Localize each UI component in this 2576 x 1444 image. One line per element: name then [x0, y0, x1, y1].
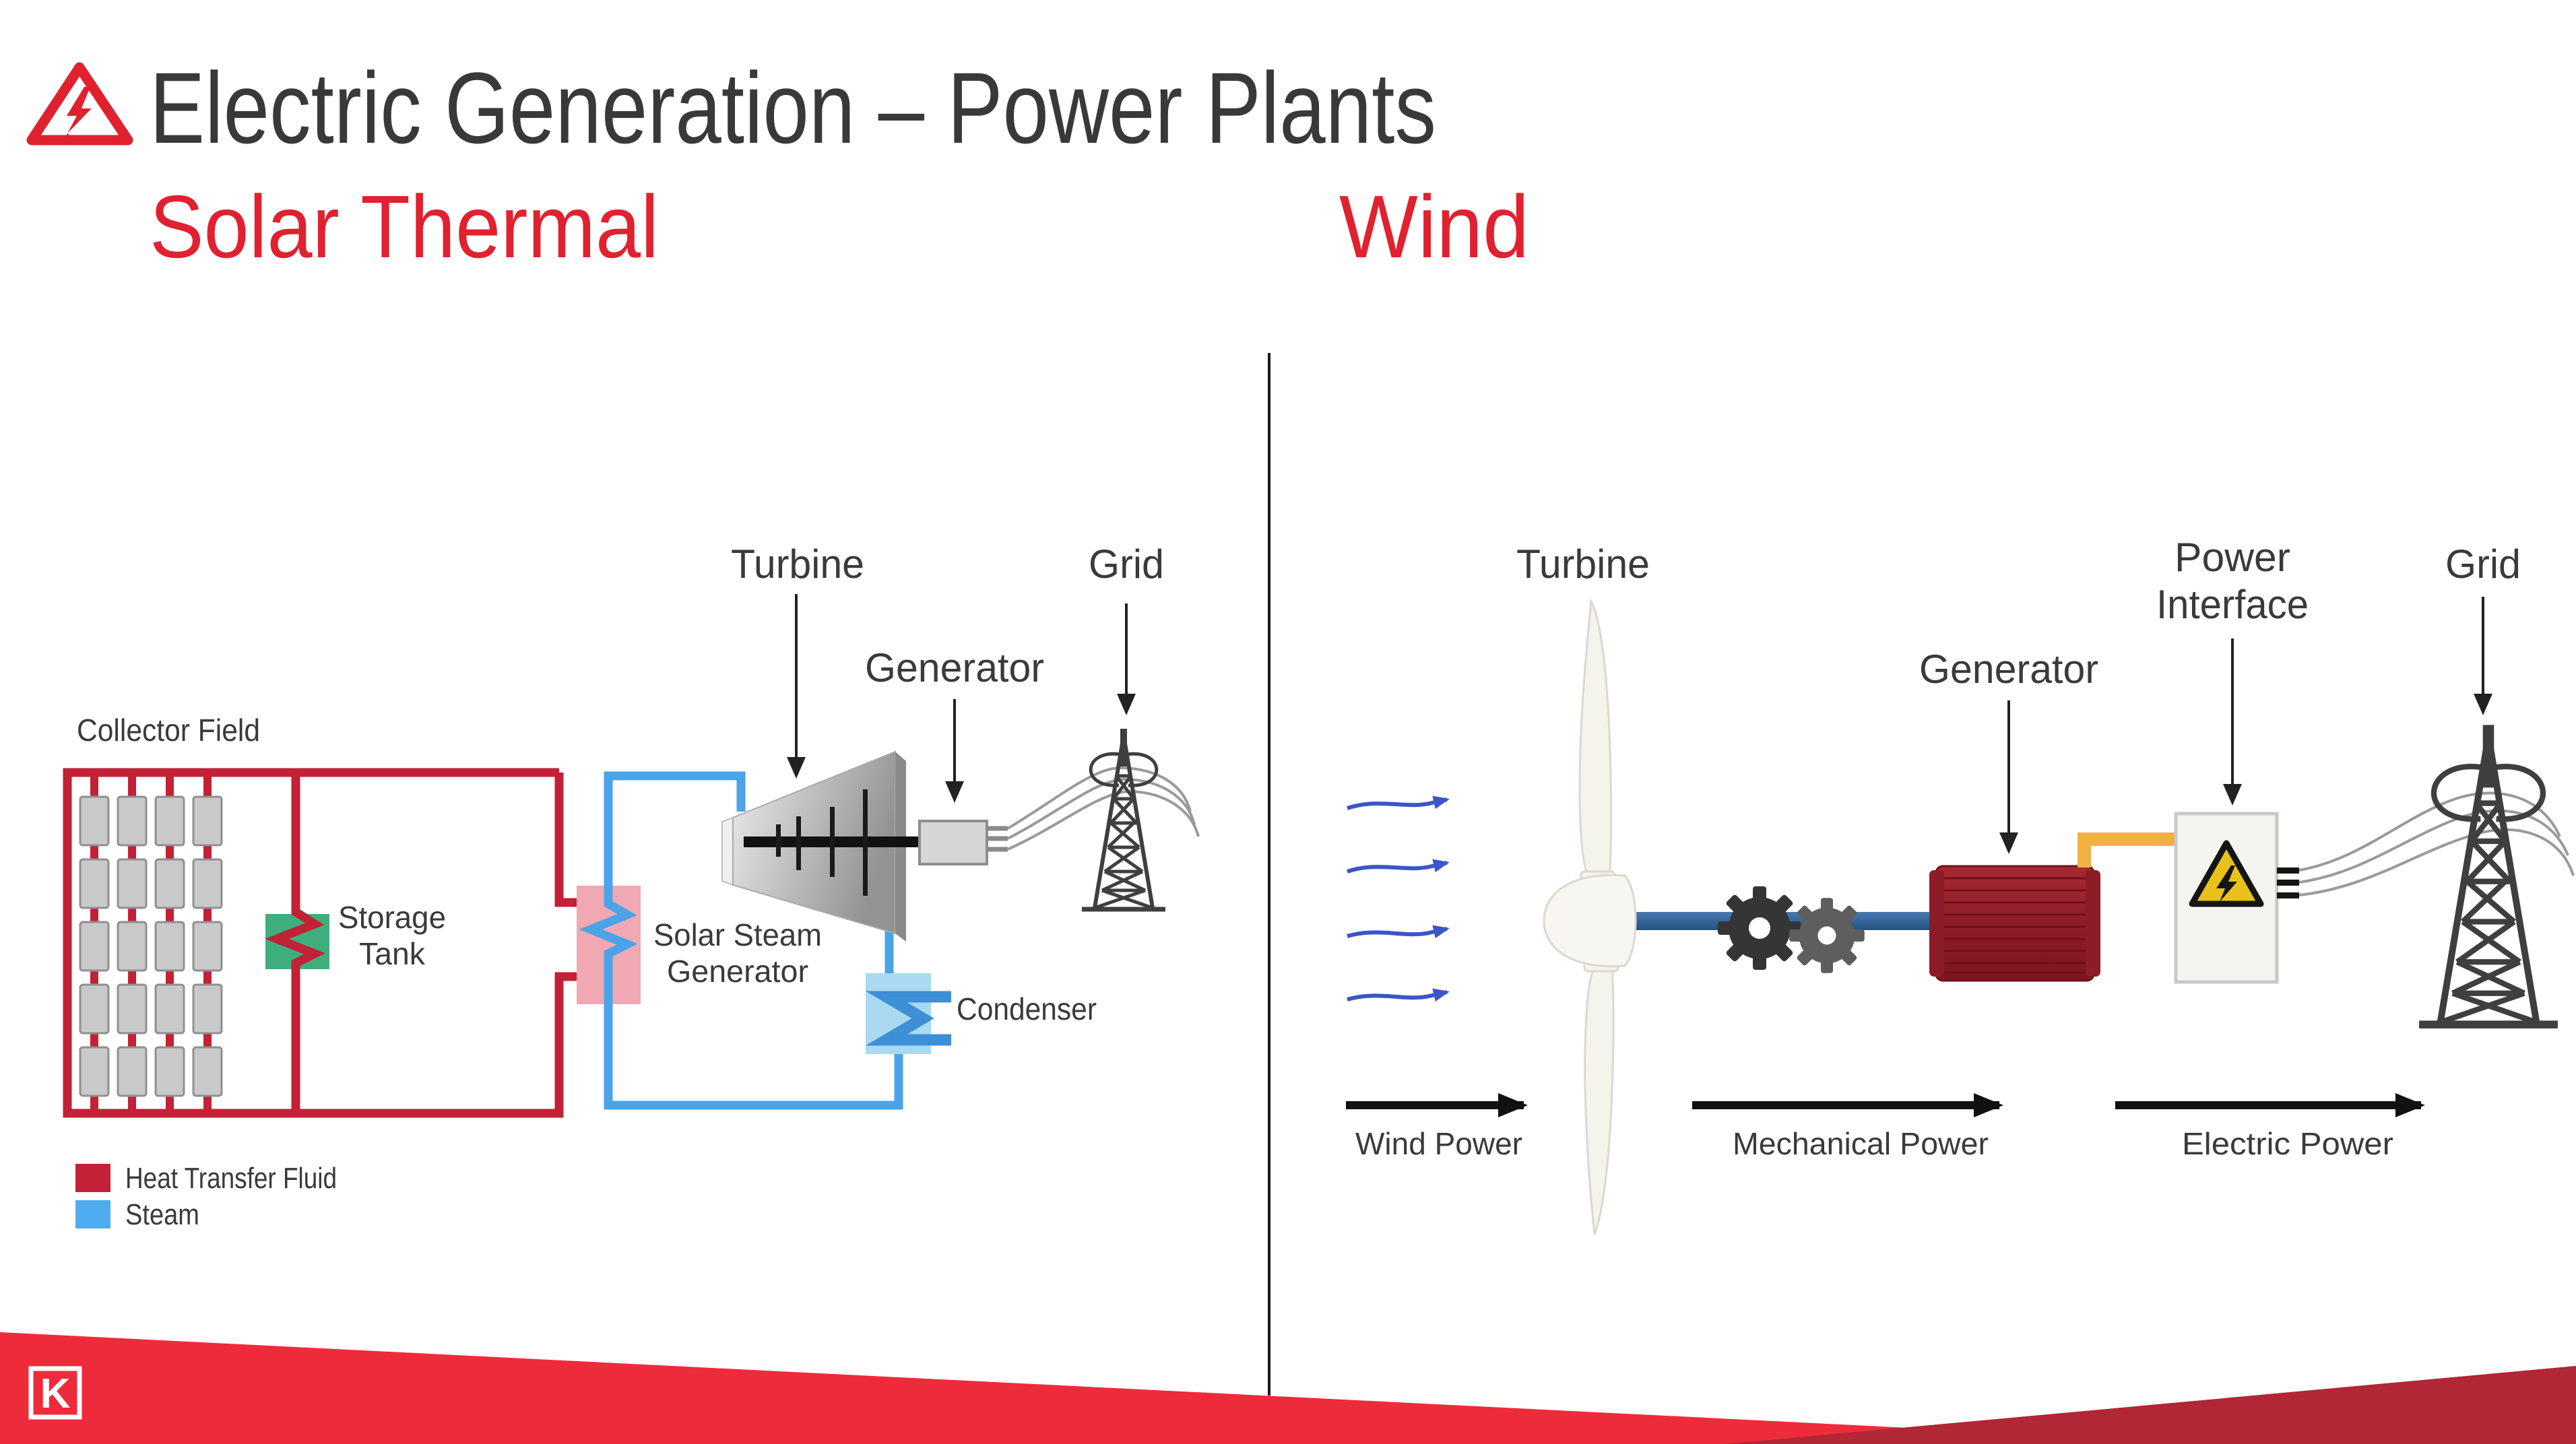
- wind-grid-label: Grid: [2445, 542, 2521, 587]
- steam-generator-label-2: Generator: [667, 954, 808, 989]
- grid-tower-right: [2419, 725, 2558, 1024]
- wind-generator: [1929, 865, 2100, 982]
- turbine-hub: [1543, 874, 1637, 968]
- brand-logo-letter: K: [40, 1371, 71, 1417]
- legend-label-steam: Steam: [125, 1198, 199, 1231]
- collector-column-pipes: [90, 773, 212, 1113]
- power-interface-label-2: Interface: [2156, 582, 2309, 627]
- solar-thermal-diagram: Collector Field Storage Tank Solar Steam…: [63, 542, 1200, 1231]
- wind-flow-arrows: [1347, 795, 1450, 1002]
- legend-swatch-steam: [75, 1200, 110, 1228]
- steam-pipe-coil: [579, 889, 638, 1005]
- grid-wires-left: [1006, 766, 1200, 851]
- wind-diagram: Turbine Generator Power Interface Grid W…: [1346, 535, 2575, 1235]
- high-voltage-warning-icon: [26, 62, 133, 145]
- banner-bright-red: [0, 1332, 2230, 1444]
- turbine-blade-upper: [1578, 598, 1613, 885]
- mechanical-power-label: Mechanical Power: [1733, 1126, 1989, 1161]
- storage-tank-coil-pipe: [265, 773, 325, 1113]
- electric-power-label: Electric Power: [2182, 1126, 2393, 1161]
- grid-tower-left: [1082, 729, 1165, 909]
- steam-pipe-top: [604, 771, 746, 889]
- subtitle-solar-thermal: Solar Thermal: [150, 177, 659, 276]
- turbine-label: Turbine: [731, 542, 864, 587]
- power-interface-box: [2174, 812, 2299, 984]
- legend: Heat Transfer Fluid Steam: [75, 1162, 337, 1231]
- turbine-blade-lower: [1584, 962, 1615, 1235]
- gear-large: [1718, 886, 1801, 970]
- banner-dark-red: [1725, 1366, 2576, 1444]
- grid-label: Grid: [1089, 542, 1164, 587]
- power-cable: [2078, 832, 2177, 867]
- wind-generator-label: Generator: [1919, 647, 2098, 692]
- steam-generator-label-1: Solar Steam: [653, 917, 822, 952]
- interface-terminals: [2277, 867, 2299, 898]
- header: Electric Generation – Power Plants Solar…: [26, 51, 1529, 276]
- generator-wire-stubs: [987, 826, 1008, 852]
- solar-label-arrows: [787, 594, 1136, 803]
- wind-turbine: [1543, 598, 1637, 1235]
- page-title: Electric Generation – Power Plants: [150, 51, 1436, 164]
- footer-banner: K: [0, 1332, 2576, 1444]
- generator-label: Generator: [865, 645, 1044, 690]
- wind-turbine-label: Turbine: [1516, 542, 1650, 587]
- collector-field-label: Collector Field: [77, 713, 260, 748]
- collector-field-panels: [79, 795, 223, 1097]
- steam-pipe-bottom: [604, 1004, 903, 1110]
- gear-small: [1789, 898, 1865, 973]
- high-voltage-warning-sign: [2189, 840, 2264, 907]
- condenser-label: Condenser: [957, 991, 1097, 1026]
- turbine-blades: [776, 789, 868, 896]
- storage-tank-label-1: Storage: [338, 900, 446, 935]
- wind-label-arrows: [1999, 597, 2492, 854]
- condenser-coil: [865, 991, 951, 1046]
- steam-turbine: [721, 750, 926, 942]
- storage-tank-label-2: Tank: [359, 936, 426, 971]
- heat-transfer-pipe-loop: [63, 768, 577, 1118]
- brand-logo: K: [28, 1366, 82, 1420]
- legend-swatch-heat-transfer-fluid: [75, 1164, 110, 1192]
- gearbox-gears: [1718, 886, 1865, 973]
- steam-generator-unit: [918, 820, 988, 865]
- power-interface-label-1: Power: [2175, 535, 2290, 580]
- wind-power-label: Wind Power: [1355, 1126, 1522, 1161]
- legend-label-heat-transfer-fluid: Heat Transfer Fluid: [125, 1162, 337, 1195]
- subtitle-wind: Wind: [1339, 177, 1529, 276]
